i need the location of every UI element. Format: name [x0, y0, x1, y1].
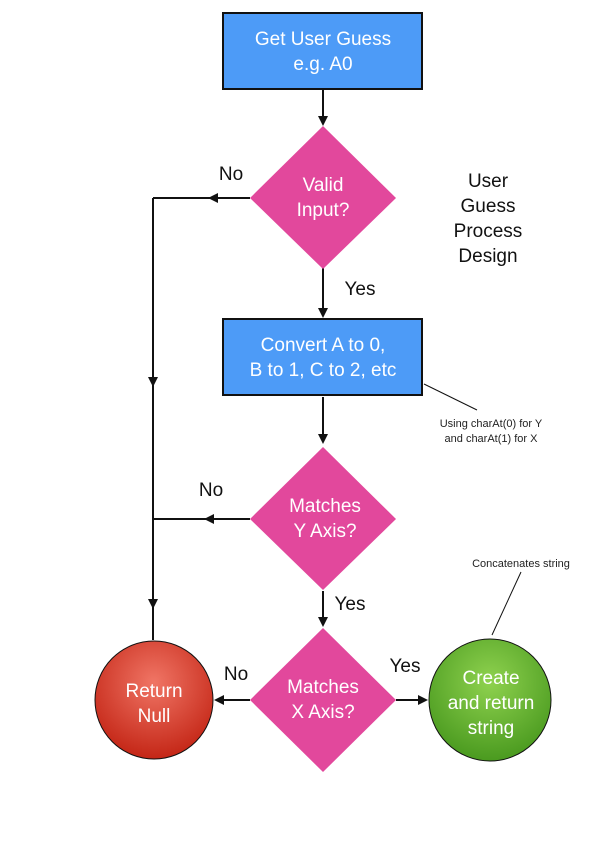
title-line: Guess: [461, 196, 516, 217]
node-text-line: Create: [462, 668, 519, 689]
note-convert: Using charAt(0) for Y and charAt(1) for …: [440, 418, 543, 445]
process-box: [222, 12, 423, 90]
note-create: Concatenates string: [472, 558, 570, 570]
node-text-line: Matches: [287, 677, 359, 698]
title-line: User: [468, 171, 509, 192]
connectors: [148, 90, 522, 705]
decision-diamond: [250, 447, 396, 590]
node-text-line: B to 1, C to 2, etc: [250, 360, 397, 381]
node-text-line: Convert A to 0,: [261, 335, 386, 356]
node-text-line: Matches: [289, 496, 361, 517]
node-text-line: Valid: [303, 175, 344, 196]
node-text-line: e.g. A0: [293, 54, 352, 75]
diagram-title: User Guess Process Design: [454, 171, 523, 267]
node-matches-x: Matches X Axis?: [250, 628, 396, 772]
decision-diamond: [250, 126, 396, 269]
terminal-circle: [94, 640, 214, 760]
node-convert: Convert A to 0, B to 1, C to 2, etc: [222, 318, 423, 396]
note-text-line: Using charAt(0) for Y: [440, 418, 543, 430]
node-text-line: Get User Guess: [255, 29, 391, 50]
edge-label-y-no: No: [199, 480, 223, 501]
node-text-line: X Axis?: [291, 702, 354, 723]
node-get-user-guess: Get User Guess e.g. A0: [222, 12, 423, 90]
process-box: [222, 318, 423, 396]
edge-label-valid-yes: Yes: [345, 279, 376, 300]
node-text-line: and return: [448, 693, 535, 714]
note-line-create: [491, 571, 522, 636]
node-text-line: Input?: [297, 200, 350, 221]
decision-diamond: [250, 628, 396, 772]
edge-label-x-yes: Yes: [390, 656, 421, 677]
node-return-null: Return Null: [94, 640, 214, 760]
node-text-line: Y Axis?: [293, 521, 356, 542]
node-valid-input: Valid Input?: [250, 126, 396, 269]
node-matches-y: Matches Y Axis?: [250, 447, 396, 590]
title-line: Design: [458, 246, 517, 267]
terminal-circle: [428, 638, 552, 762]
node-text-line: Return: [125, 681, 182, 702]
note-line-convert: [423, 383, 478, 411]
node-text-line: Null: [138, 706, 171, 727]
note-text-line: and charAt(1) for X: [445, 433, 539, 445]
title-line: Process: [454, 221, 523, 242]
node-create-string: Create and return string: [428, 638, 552, 762]
node-text-line: string: [468, 718, 514, 739]
edge-label-y-yes: Yes: [335, 594, 366, 615]
edge-label-valid-no: No: [219, 164, 243, 185]
edge-label-x-no: No: [224, 664, 248, 685]
